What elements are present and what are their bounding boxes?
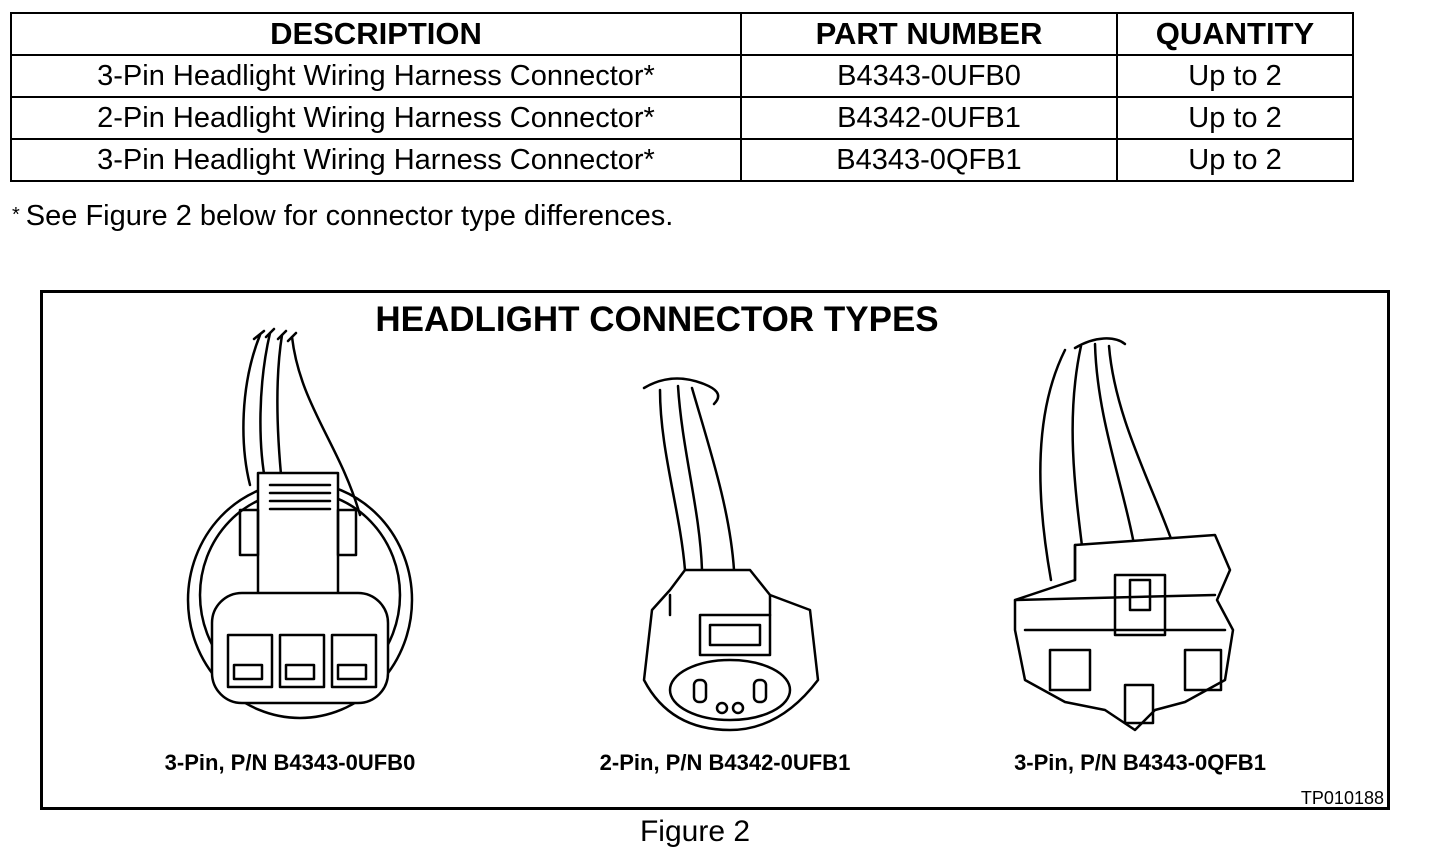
table-header-row: DESCRIPTION PART NUMBER QUANTITY — [10, 12, 1354, 56]
figure-code: TP010188 — [1300, 788, 1384, 808]
figure-caption: Figure 2 — [639, 815, 751, 848]
3-pin-square-connector-icon — [1013, 337, 1235, 732]
header-quantity: QUANTITY — [1116, 12, 1354, 56]
cell-part-number: B4343-0QFB1 — [740, 138, 1118, 182]
connector-label-2pin-ufb1: 2-Pin, P/N B4342-0UFB1 — [599, 750, 851, 775]
cell-part-number: B4343-0UFB0 — [740, 54, 1118, 98]
footnote-text: See Figure 2 below for connector type di… — [25, 200, 674, 232]
footnote: *See Figure 2 below for connector type d… — [12, 200, 673, 233]
figure-frame — [40, 290, 1390, 810]
footnote-marker: * — [12, 204, 20, 226]
2-pin-oval-connector-icon — [642, 377, 820, 732]
table-row: 3-Pin Headlight Wiring Harness Connector… — [10, 54, 1354, 98]
parts-table: DESCRIPTION PART NUMBER QUANTITY 3-Pin H… — [10, 12, 1354, 182]
connector-label-3pin-ufb0: 3-Pin, P/N B4343-0UFB0 — [164, 750, 416, 775]
cell-description: 3-Pin Headlight Wiring Harness Connector… — [10, 54, 742, 98]
cell-part-number: B4342-0UFB1 — [740, 96, 1118, 140]
figure-title: HEADLIGHT CONNECTOR TYPES — [375, 300, 939, 339]
header-part-number: PART NUMBER — [740, 12, 1118, 56]
table-row: 2-Pin Headlight Wiring Harness Connector… — [10, 96, 1354, 140]
cell-description: 2-Pin Headlight Wiring Harness Connector… — [10, 96, 742, 140]
cell-quantity: Up to 2 — [1116, 96, 1354, 140]
3-pin-round-connector-icon — [186, 327, 414, 720]
cell-description: 3-Pin Headlight Wiring Harness Connector… — [10, 138, 742, 182]
header-description: DESCRIPTION — [10, 12, 742, 56]
connector-label-3pin-qfb1: 3-Pin, P/N B4343-0QFB1 — [1014, 750, 1266, 775]
cell-quantity: Up to 2 — [1116, 138, 1354, 182]
table-row: 3-Pin Headlight Wiring Harness Connector… — [10, 138, 1354, 182]
cell-quantity: Up to 2 — [1116, 54, 1354, 98]
